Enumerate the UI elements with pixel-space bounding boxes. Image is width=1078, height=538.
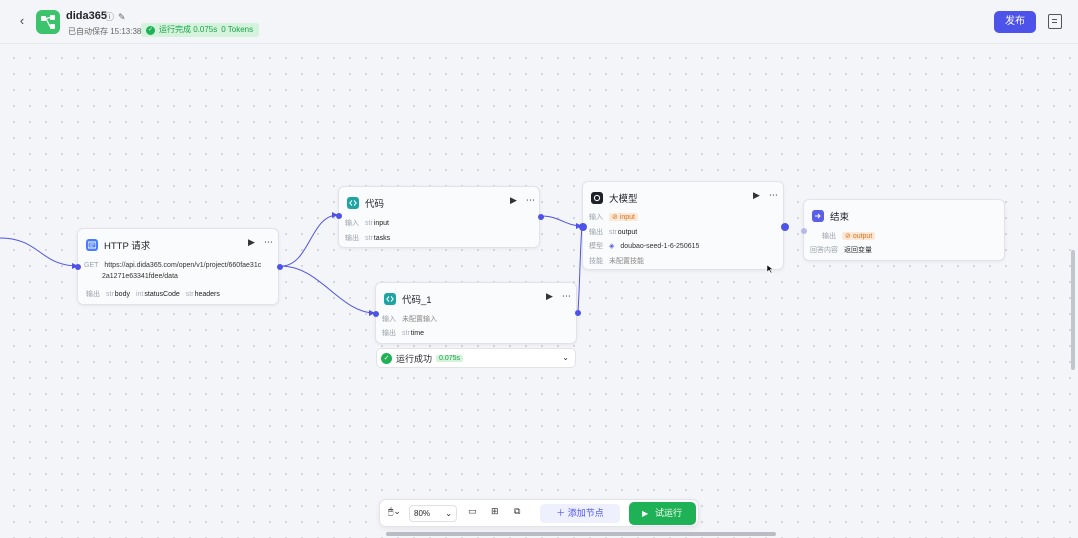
run-node-icon[interactable]: ▶ xyxy=(546,291,553,301)
output-var-body: strbody xyxy=(106,290,130,298)
answer-label: 回答内容 xyxy=(810,247,838,254)
run-node-icon[interactable]: ▶ xyxy=(510,195,517,205)
output-var: strtime xyxy=(402,329,425,337)
edge-http-code xyxy=(280,214,339,267)
node-title: HTTP 请求 xyxy=(104,241,151,252)
input-var: ⊘ input xyxy=(609,213,638,221)
input-label: 输入 xyxy=(589,214,603,221)
http-icon xyxy=(86,239,98,251)
minimap-icon[interactable]: ⧉ xyxy=(514,506,521,516)
edit-icon[interactable]: ✎ xyxy=(118,12,126,22)
input-port[interactable] xyxy=(373,311,379,317)
node-title: 代码 xyxy=(365,199,385,210)
output-label: 输出 xyxy=(822,233,836,240)
end-node[interactable]: 结束 输出 ⊘ output 回答内容 返回变量 xyxy=(801,199,1005,261)
app-logo-icon xyxy=(36,10,60,34)
node-title: 大模型 xyxy=(609,194,638,205)
zoom-value: 80% xyxy=(414,509,431,518)
check-icon: ✓ xyxy=(146,25,155,35)
publish-button[interactable]: 发布 xyxy=(994,11,1036,33)
input-port[interactable] xyxy=(801,228,807,234)
node-title: 结束 xyxy=(830,212,850,223)
run-status-text: 运行完成 0.075s xyxy=(159,25,218,34)
answer-value: 返回变量 xyxy=(844,247,872,254)
run-node-icon[interactable]: ▶ xyxy=(753,190,760,200)
trial-run-button[interactable]: ▶ 试运行 xyxy=(629,502,696,525)
node-run-result[interactable]: ✓ 运行成功 0.075s ⌄ xyxy=(376,348,576,368)
play-icon: ▶ xyxy=(642,509,649,518)
skill-value: 未配置技能 xyxy=(609,258,644,265)
end-icon xyxy=(812,210,824,222)
canvas-toolbar: 🖱⌄ 80% ⌄ ▭ ⊞ ⧉ ＋ 添加节点 ▶ 试运行 xyxy=(379,499,699,527)
success-icon: ✓ xyxy=(381,352,392,364)
horizontal-scrollbar[interactable] xyxy=(386,532,776,536)
output-label: 输出 xyxy=(382,330,396,337)
llm-icon xyxy=(591,192,603,204)
app-title: dida365 xyxy=(66,10,107,22)
layout-icon[interactable]: ⊞ xyxy=(491,506,499,516)
output-port[interactable] xyxy=(575,310,581,316)
output-var: strtasks xyxy=(365,234,391,242)
info-icon[interactable]: ⓘ xyxy=(105,12,115,22)
copy-icon[interactable] xyxy=(1048,14,1062,29)
output-label: 输出 xyxy=(345,235,359,242)
add-node-button[interactable]: ＋ 添加节点 xyxy=(540,504,620,523)
http-method: GET xyxy=(84,262,99,269)
mouse-cursor-icon xyxy=(766,264,774,274)
model-icon: ◈ xyxy=(609,243,615,250)
output-var-headers: strheaders xyxy=(185,290,220,298)
model-value: doubao-seed-1-6-250615 xyxy=(620,242,700,250)
chevron-down-icon[interactable]: ⌄ xyxy=(562,353,569,362)
edge-code1-llm xyxy=(577,225,583,313)
http-request-node[interactable]: HTTP 请求 ▶ ⋯ GET https://api.dida365.com/o… xyxy=(75,228,283,305)
comment-icon[interactable]: ▭ xyxy=(468,506,477,516)
more-icon[interactable]: ⋯ xyxy=(263,237,273,247)
input-port[interactable] xyxy=(579,223,587,231)
zoom-select[interactable]: 80% ⌄ xyxy=(409,505,457,522)
edge-code-llm xyxy=(540,215,583,227)
top-bar: ‹ dida365 ⓘ✎ 已自动保存 15:13:38 ✓ 运行完成 0.075… xyxy=(0,0,1078,44)
run-status-badge: ✓ 运行完成 0.075s 0 Tokens xyxy=(141,23,260,37)
saved-status: 已自动保存 15:13:38 xyxy=(68,27,142,36)
back-arrow-icon[interactable]: ‹ xyxy=(19,13,25,28)
http-url-line2: 2a1271e63341fdee/data xyxy=(102,273,178,280)
edge-http-code1 xyxy=(280,265,376,314)
code-1-node[interactable]: 代码_1 ▶ ⋯ 输入 未配置输入 输出 strtime xyxy=(373,282,581,344)
output-var: ⊘ output xyxy=(842,232,876,240)
output-port[interactable] xyxy=(277,264,283,270)
input-var: strinput xyxy=(365,219,389,227)
llm-node[interactable]: 大模型 ▶ ⋯ 输入 ⊘ input 输出 stroutput 模型 ◈ doub… xyxy=(579,181,789,270)
trial-run-label: 试运行 xyxy=(655,508,683,518)
input-label: 输入 xyxy=(382,316,396,323)
code-icon xyxy=(347,197,359,209)
chevron-down-icon: ⌄ xyxy=(445,509,452,518)
code-node[interactable]: 代码 ▶ ⋯ 输入 strinput 输出 strtasks xyxy=(336,186,544,248)
output-label: 输出 xyxy=(589,229,603,236)
model-label: 模型 xyxy=(589,243,603,250)
input-port[interactable] xyxy=(336,213,342,219)
run-result-time: 0.075s xyxy=(436,354,464,362)
output-port[interactable] xyxy=(781,223,789,231)
code-icon xyxy=(384,293,396,305)
output-port[interactable] xyxy=(538,214,544,220)
mouse-mode-icon[interactable]: 🖱⌄ xyxy=(388,506,401,516)
input-value: 未配置输入 xyxy=(402,316,437,323)
http-url-line1: https://api.dida365.com/open/v1/project/… xyxy=(104,262,262,269)
skill-label: 技能 xyxy=(589,258,603,265)
input-label: 输入 xyxy=(345,220,359,227)
input-port[interactable] xyxy=(75,264,81,270)
more-icon[interactable]: ⋯ xyxy=(561,291,571,301)
edge-start-http xyxy=(0,237,79,267)
node-title: 代码_1 xyxy=(402,295,432,306)
run-result-label: 运行成功 xyxy=(396,353,433,364)
vertical-scrollbar[interactable] xyxy=(1071,250,1075,370)
more-icon[interactable]: ⋯ xyxy=(525,195,535,205)
output-var: stroutput xyxy=(609,228,638,236)
token-count: 0 Tokens xyxy=(221,25,254,34)
run-node-icon[interactable]: ▶ xyxy=(248,237,255,247)
more-icon[interactable]: ⋯ xyxy=(768,190,778,200)
output-label: 输出 xyxy=(86,291,100,298)
output-var-statuscode: intstatusCode xyxy=(135,290,180,298)
